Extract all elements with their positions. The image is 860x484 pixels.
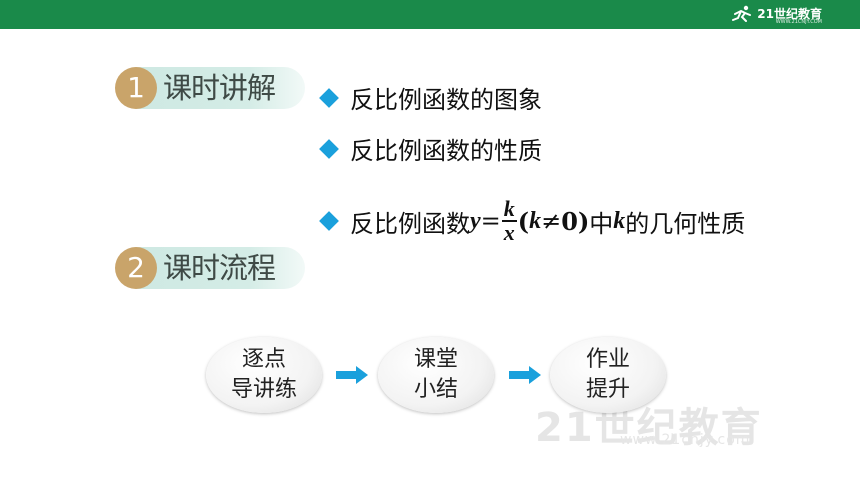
bullet-text: 反比例函数的性质 [350,137,542,165]
fraction-denominator: x [503,220,515,245]
section-1-title: 课时讲解 [163,71,276,105]
formula-y: y [470,207,481,234]
section-2-badge: 2 [115,247,157,289]
bullet-mid: 中 [589,209,614,238]
brand-logo: 21世纪教育 WWW.21CNJY.COM [732,4,822,25]
formula-k: k [613,207,626,234]
diamond-bullet-icon [319,87,339,108]
condition-relation: ≠ [541,207,562,235]
flow-step-line2: 提升 [585,377,630,402]
section-2-title: 课时流程 [163,251,276,285]
flow-step-3[interactable]: 作业 提升 [550,337,666,413]
arrow-right-icon [509,366,541,384]
flow-step-2[interactable]: 课堂 小结 [378,337,494,413]
bullet-suffix: 的几何性质 [625,209,746,238]
arrow-right-icon [336,366,368,384]
condition-zero: 0 [561,206,578,236]
flow-step-line2: 导讲练 [230,377,297,402]
flow-step-line2: 小结 [413,377,458,402]
watermark-url: www.21cnjy.com [620,432,751,448]
flow-step-1[interactable]: 逐点 导讲练 [206,337,322,413]
watermark-logo: 21世纪教育 [535,405,763,451]
fraction-numerator: k [501,196,517,222]
condition-close: ) [577,206,590,236]
brand-url: WWW.21CNJY.COM [775,19,822,25]
diamond-bullet-icon [319,138,339,159]
formula: y= k x (k ≠ 0) [470,198,589,244]
flow-step-line1: 逐点 [241,347,286,372]
diamond-bullet-icon [319,211,339,231]
flow-step-line1: 课堂 [413,347,458,372]
section-1-badge: 1 [115,67,157,109]
bullet-item: 反比例函数的图象 [318,80,542,115]
bullet-item: 反比例函数的性质 [318,131,542,166]
flow-step-line1: 作业 [585,347,630,372]
brand-name: 21世纪教育 [757,7,822,21]
bullet-text: 反比例函数的图象 [350,86,542,114]
formula-fraction: k x [501,196,517,245]
condition-open: ( [517,206,530,236]
top-bar: 21世纪教育 WWW.21CNJY.COM [0,0,860,29]
condition-k: k [529,207,542,234]
runner-icon [732,5,752,22]
formula-equals: = [480,207,501,235]
bullet-prefix: 反比例函数 [350,209,470,238]
